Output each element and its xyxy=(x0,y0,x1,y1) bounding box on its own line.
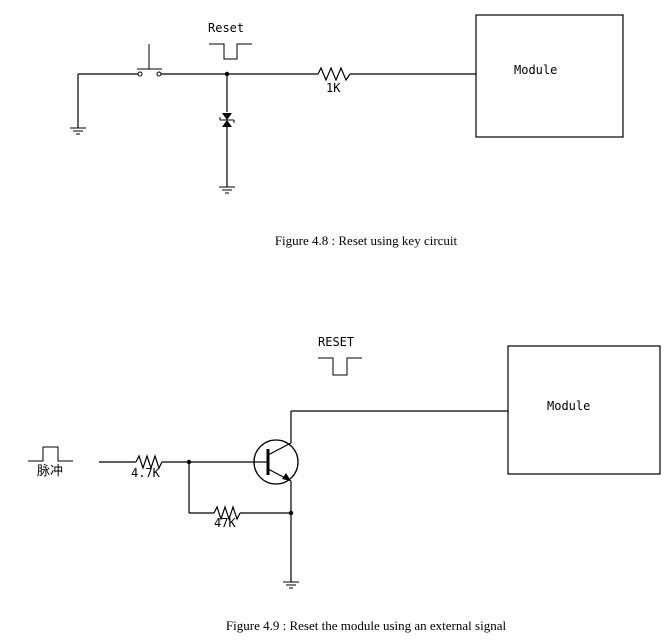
reset-pulse-symbol-2 xyxy=(318,357,362,376)
reset-pulse-symbol-1 xyxy=(209,43,252,60)
resistor-4-7k-label: 4.7K xyxy=(131,466,161,480)
pulse-label: 脉冲 xyxy=(37,464,63,479)
figure-4-9: RESET 脉冲 4.7K 47K xyxy=(28,335,661,633)
module-label-1: Module xyxy=(514,63,557,77)
resistor-47k xyxy=(213,505,241,521)
ground-symbol-diode xyxy=(219,186,235,194)
figure-4-8: Reset 1K Module Figure 4.8 : Reset using… xyxy=(70,14,624,248)
module-label-2: Module xyxy=(547,399,590,413)
resistor-4-7k xyxy=(135,454,163,470)
diode-symbol xyxy=(219,113,235,127)
resistor-1k-label: 1K xyxy=(326,81,341,95)
figure-4-9-caption: Figure 4.9 : Reset the module using an e… xyxy=(226,618,507,633)
ground-symbol-emitter xyxy=(283,581,299,589)
key-switch xyxy=(137,44,162,77)
reset-label: Reset xyxy=(208,21,244,35)
resistor-1k xyxy=(317,66,351,82)
module-box-2 xyxy=(507,345,661,475)
module-box-1 xyxy=(475,14,624,138)
ground-symbol-left xyxy=(70,74,86,135)
npn-transistor xyxy=(253,439,299,485)
resistor-47k-label: 47K xyxy=(214,516,236,530)
input-pulse-symbol xyxy=(28,446,73,462)
reset-label-2: RESET xyxy=(318,335,354,349)
figure-4-8-caption: Figure 4.8 : Reset using key circuit xyxy=(275,233,458,248)
